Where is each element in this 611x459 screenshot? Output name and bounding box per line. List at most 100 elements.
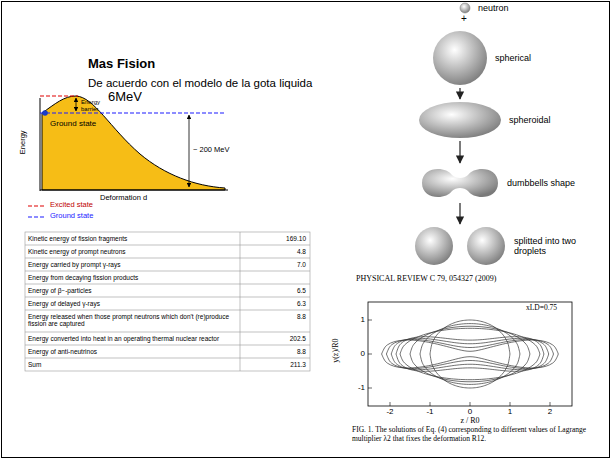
x-tick — [510, 402, 511, 406]
table-row-line — [25, 284, 310, 285]
shape-curve — [420, 324, 520, 385]
shape-stage: spherical — [432, 30, 488, 86]
shape-curves — [382, 320, 559, 388]
shape-stage: neutron — [459, 2, 471, 14]
table-cell: Energy released when those prompt neutro… — [28, 313, 236, 328]
table-column-line — [240, 232, 241, 371]
plot-ticks — [368, 320, 550, 406]
tick-label: -1 — [352, 383, 365, 392]
table-cell: Energy of delayed γ-rays — [28, 300, 236, 307]
ground-state-label: Ground state — [50, 119, 96, 128]
axis-title: Deformation d — [100, 194, 147, 203]
table-row-line — [25, 358, 310, 359]
table-cell: Energy converted into heat in an operati… — [28, 335, 236, 342]
droplet-shape — [413, 226, 507, 266]
shape-curve — [391, 338, 548, 369]
ground-state-line — [40, 112, 226, 113]
plus-sign: + — [461, 13, 467, 25]
droplet-shape — [432, 30, 488, 86]
droplet-shape — [418, 101, 502, 139]
shape-stage: spheroidal — [418, 101, 502, 139]
axis-title: Energy — [19, 130, 28, 154]
table-value: 8.8 — [244, 348, 306, 355]
y-axis — [40, 98, 41, 191]
legend-entry: Excited state — [50, 201, 93, 210]
tick-label: -1 — [420, 407, 440, 416]
table-row-line — [25, 345, 310, 346]
table-row-line — [25, 245, 310, 246]
table-cell: Energy from decaying fission products — [28, 274, 236, 281]
table-row-line — [25, 271, 310, 272]
shape-label: spherical — [495, 53, 575, 63]
shape-curve — [382, 340, 559, 368]
slide-title: Mas Fision — [88, 57, 155, 72]
plot-frame — [368, 302, 572, 406]
energy-table-grid — [25, 232, 310, 371]
shape-label: spheroidal — [509, 115, 589, 125]
legend-excited-sample — [28, 205, 46, 206]
table-cell: Energy of anti-neutrinos — [28, 348, 236, 355]
legend-ground-sample — [28, 216, 46, 217]
energy-plot — [28, 96, 228, 217]
table-value: 4.8 — [244, 248, 306, 255]
shape-plot — [368, 302, 572, 406]
x-tick — [550, 402, 551, 406]
shape-stage: dumbbells shape — [420, 165, 500, 201]
x-tick — [430, 402, 431, 406]
x-tick — [390, 402, 391, 406]
shape-label: splitted into two droplets — [514, 236, 594, 257]
tick-label: -2 — [380, 407, 400, 416]
table-cell: Sum — [28, 361, 236, 368]
shape-curve — [396, 337, 544, 372]
legend-entry: Ground state — [50, 212, 93, 221]
energy-release-arrow — [189, 115, 190, 187]
barrier-arrow — [76, 98, 77, 111]
energy-curve — [42, 96, 225, 190]
table-value: 211.3 — [244, 361, 306, 368]
table-value: 169.10 — [244, 235, 306, 242]
reference: PHYSICAL REVIEW C 79, 054327 (2009) — [356, 274, 496, 283]
axis-title: y(z)/R0 — [331, 338, 340, 362]
stage-arrow — [459, 203, 460, 224]
subtitle: De acuerdo con el modelo de la gota liqu… — [88, 77, 312, 90]
shape-label: dumbbells shape — [507, 178, 597, 188]
figure-caption: FIG. 1. The solutions of Eq. (4) corresp… — [352, 426, 606, 443]
table-value: 8.8 — [244, 313, 306, 320]
energy-value: ~ 200 MeV — [193, 146, 229, 155]
x-tick — [470, 402, 471, 406]
table-cell: Kinetic energy of prompt neutrons — [28, 248, 236, 255]
shape-curve — [410, 326, 530, 382]
barrier-label: Energy barrier — [81, 99, 109, 113]
shape-curve — [400, 328, 540, 379]
stage-arrow — [459, 141, 460, 163]
table-row-line — [25, 258, 310, 259]
table-cell: Kinetic energy of fission fragments — [28, 235, 236, 242]
x-axis — [40, 190, 228, 191]
table-value: 7.0 — [244, 261, 306, 268]
table-row-line — [25, 310, 310, 311]
excited-state-line — [40, 95, 78, 96]
table-cell: Energy carried by prompt γ-rays — [28, 261, 236, 268]
table-row-line — [25, 297, 310, 298]
droplet-shape — [459, 2, 471, 14]
y-tick — [368, 320, 372, 321]
barrier-value: 6MeV — [108, 90, 142, 105]
tick-label: 2 — [540, 407, 560, 416]
table-row-line — [25, 332, 310, 333]
stage-arrow — [459, 88, 460, 99]
y-tick — [368, 354, 372, 355]
table-border — [25, 232, 310, 371]
tick-label: 0 — [460, 407, 480, 416]
table-cell: Energy of β−-particles — [28, 287, 236, 294]
axis-title: z / R0 — [445, 416, 495, 425]
ground-state-dot — [42, 110, 48, 116]
y-tick — [368, 388, 372, 389]
tick-label: 0 — [352, 349, 365, 358]
shape-stage: splitted into two droplets — [413, 226, 507, 266]
shape-label: neutron — [478, 3, 538, 13]
droplet-shape — [420, 165, 500, 201]
tick-label: 1 — [500, 407, 520, 416]
table-value: 6.5 — [244, 287, 306, 294]
parameter-label: xLD=0.75 — [526, 304, 557, 313]
table-value: 6.3 — [244, 300, 306, 307]
